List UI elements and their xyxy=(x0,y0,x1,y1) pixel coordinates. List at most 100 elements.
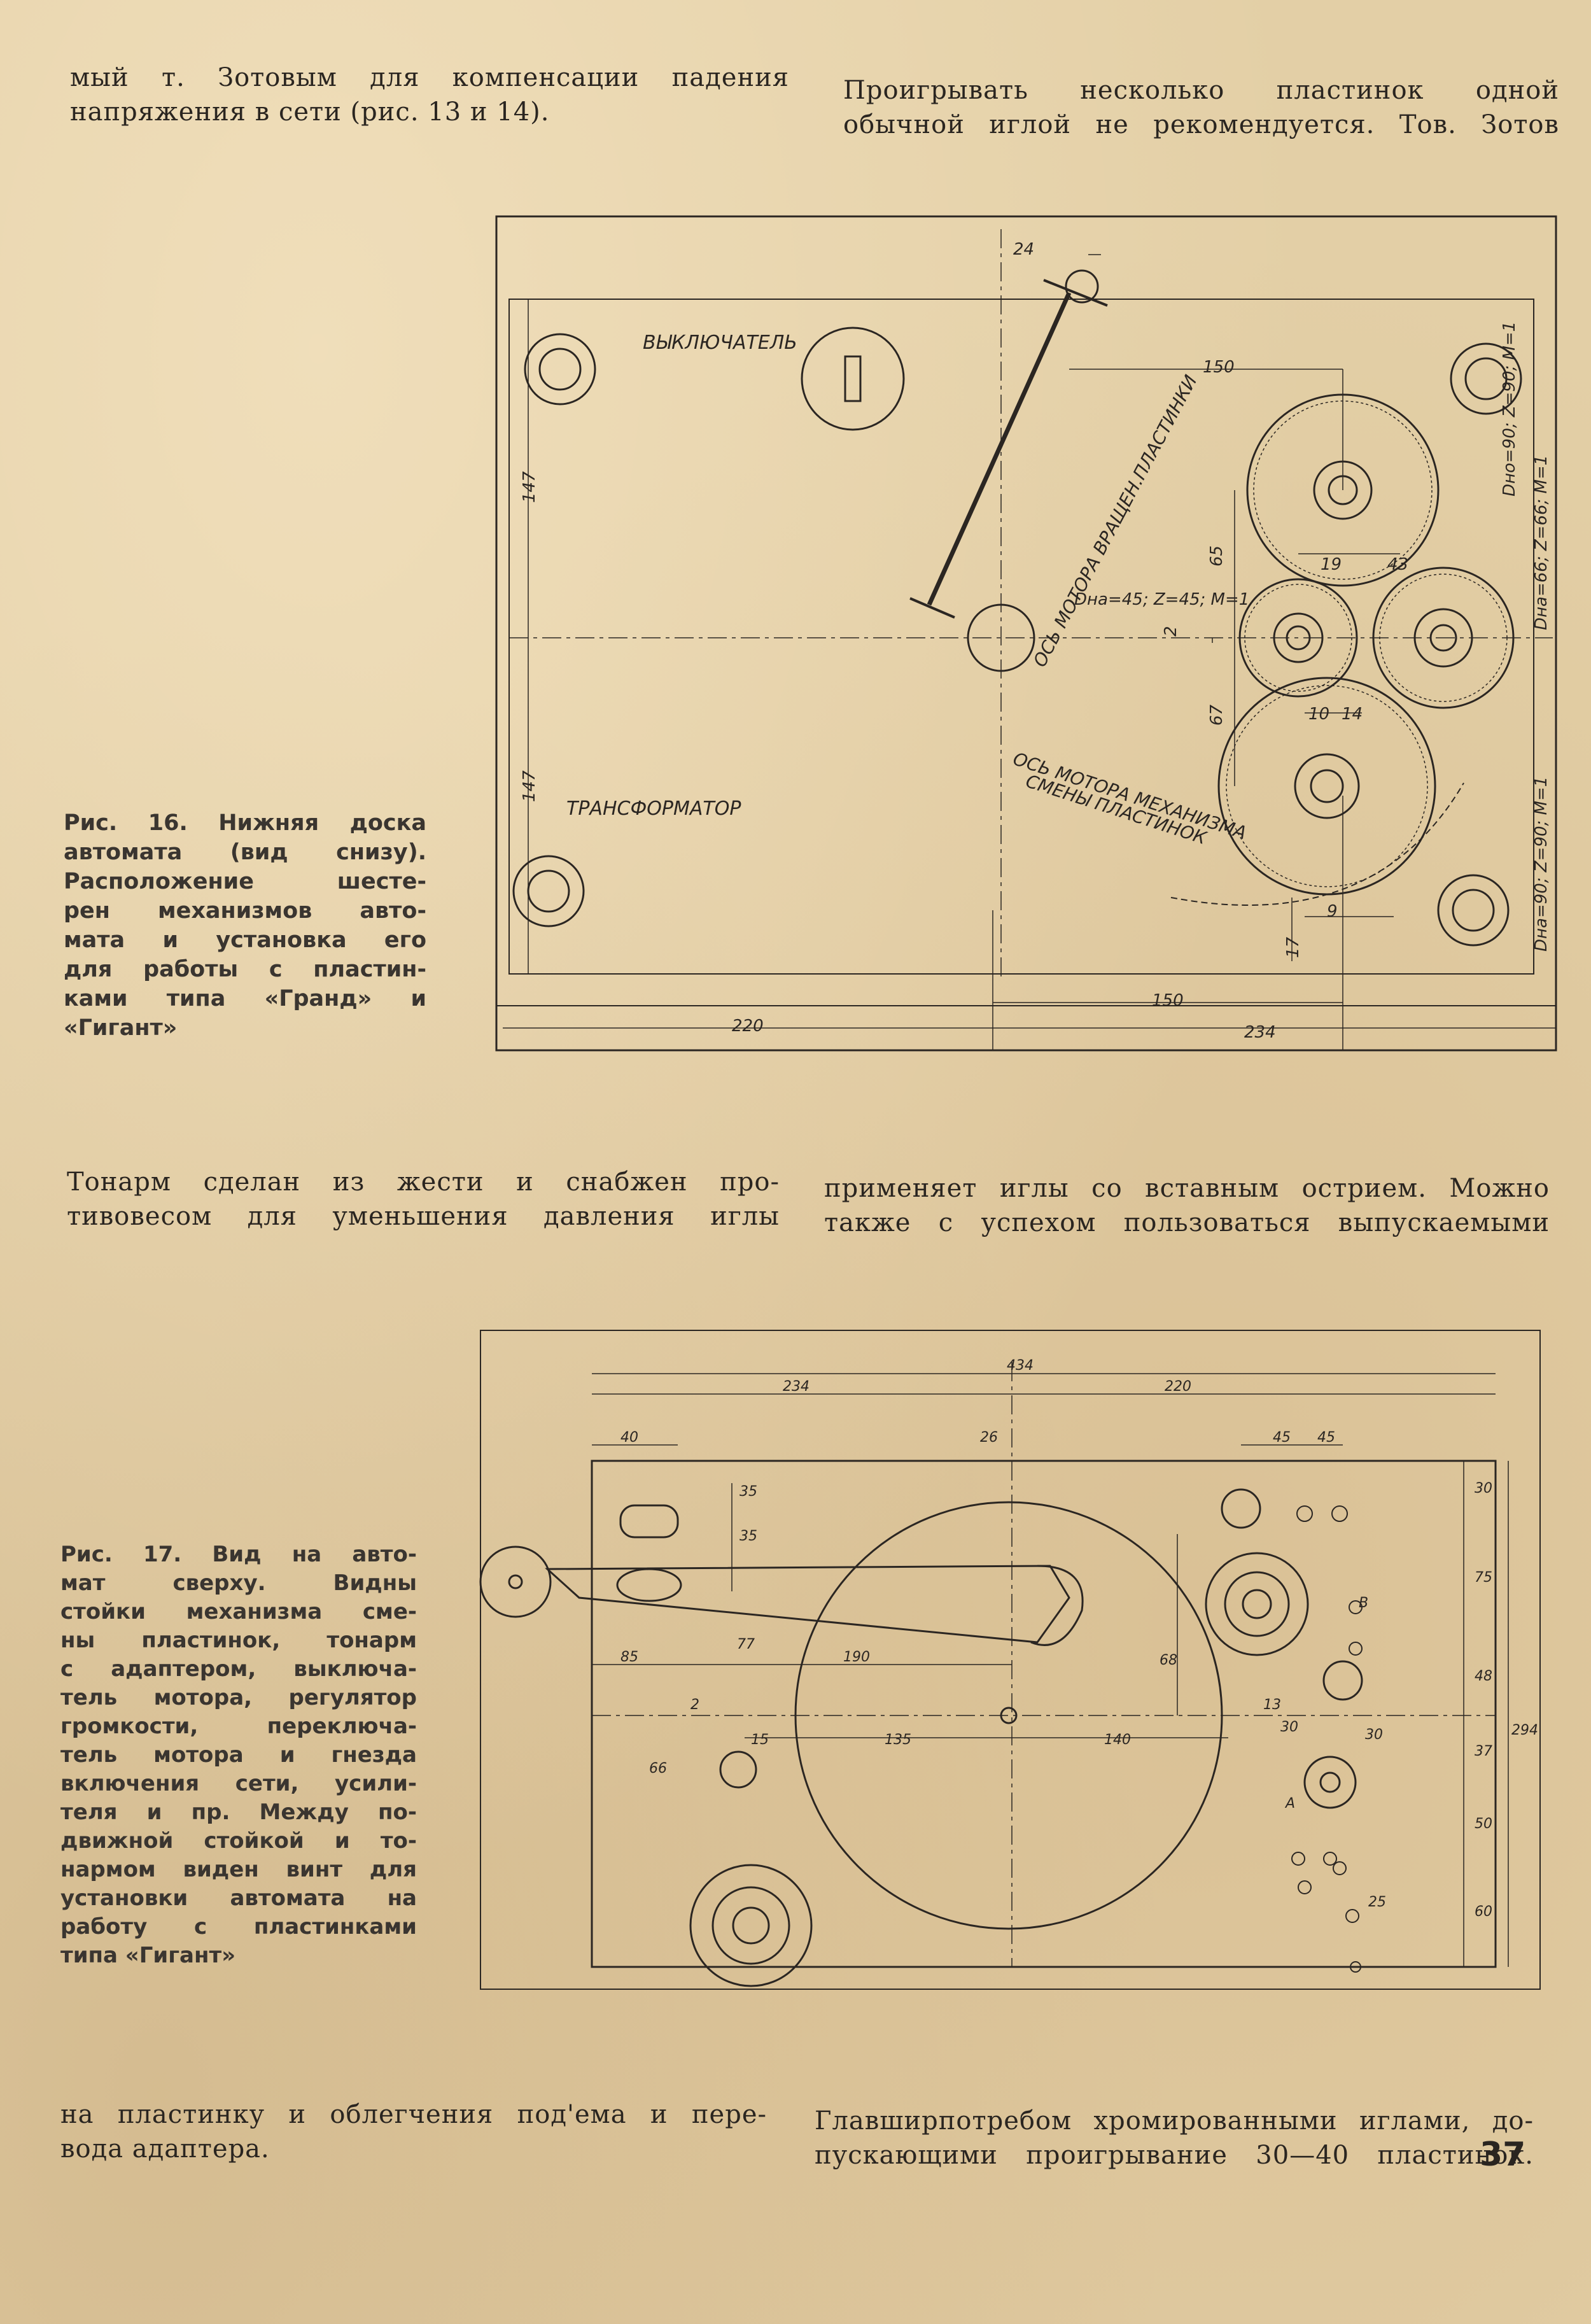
figure-17-drawing: 434 234 220 40 26 45 45 35 35 30 75 48 3… xyxy=(479,1330,1541,1990)
caption-line: рен механизмов авто- xyxy=(64,898,426,924)
dim-66: 66 xyxy=(649,1761,667,1777)
dim-50: 50 xyxy=(1475,1816,1492,1832)
dim-35-b: 35 xyxy=(739,1528,757,1544)
caption-line: Рис. 17. Вид на авто- xyxy=(60,1542,417,1567)
label-gear-bottom: Dнa=90; Z=90; M=1 xyxy=(1532,777,1551,952)
caption-line: типа «Гигант» xyxy=(60,1943,236,1968)
dim-26: 26 xyxy=(980,1430,998,1446)
caption-line: автомата (вид снизу). xyxy=(64,840,426,865)
text-line: также с успехом пользоваться выпускаемым… xyxy=(824,1208,1550,1237)
dim-190: 190 xyxy=(843,1649,870,1665)
dim-234: 234 xyxy=(783,1379,810,1395)
caption-line: стойки механизма сме- xyxy=(60,1599,417,1624)
caption-line: движной стойкой и то- xyxy=(60,1828,417,1854)
dim-25: 25 xyxy=(1368,1894,1386,1910)
text-line: применяет иглы со вставным острием. Можн… xyxy=(824,1174,1550,1203)
tonearm xyxy=(479,1546,1084,1646)
dim-9: 9 xyxy=(1327,902,1338,921)
text-line: напряжения в сети (рис. 13 и 14). xyxy=(70,97,550,127)
caption-line: тель мотора, регулятор xyxy=(60,1685,417,1710)
dim-60: 60 xyxy=(1475,1904,1492,1920)
dim-40: 40 xyxy=(620,1430,638,1446)
top-right-paragraph: Проигрывать несколько пластинок одной об… xyxy=(843,73,1559,142)
switch-slot xyxy=(619,1504,679,1539)
switch-mount xyxy=(801,327,905,431)
text-line: Проигрывать несколько пластинок одной xyxy=(843,76,1559,105)
text-line: Главширпотребом хромированными иглами, д… xyxy=(815,2106,1534,2136)
dim-77: 77 xyxy=(737,1637,755,1652)
lever-arm xyxy=(909,269,1108,619)
dim-220: 220 xyxy=(732,1017,764,1036)
dim-48: 48 xyxy=(1475,1668,1492,1684)
figure-16-drawing: ВЫКЛЮЧАТЕЛЬ ТРАНСФОРМАТОР ОСЬ МОТОРА ВРА… xyxy=(495,215,1557,1052)
dim-15: 15 xyxy=(751,1732,769,1748)
label-motor-axis-rotation: ОСЬ МОТОРА ВРАЩЕН.ПЛАСТИНКИ xyxy=(1029,372,1202,671)
dim-35-a: 35 xyxy=(739,1484,757,1500)
label-b: В xyxy=(1359,1595,1368,1611)
bottom-right-paragraph: Главширпотребом хромированными иглами, д… xyxy=(815,2104,1534,2173)
mounting-hole-bottom-left xyxy=(512,855,585,927)
caption-line: мата и установка его xyxy=(64,927,426,953)
caption-line: ками типа «Гранд» и xyxy=(64,986,426,1011)
bottom-left-paragraph: на пластинку и облегчения под'ема и пере… xyxy=(60,2097,767,2166)
caption-line: нармом виден винт для xyxy=(60,1857,417,1882)
label-switch: ВЫКЛЮЧАТЕЛЬ xyxy=(643,332,797,354)
figure-17-caption: Рис. 17. Вид на авто- мат сверху. Видны … xyxy=(60,1540,417,1970)
dim-14: 14 xyxy=(1342,705,1363,724)
text-line: мый т. Зотовым для компенсации падения xyxy=(70,63,789,92)
caption-line: работу с пластинками xyxy=(60,1914,417,1940)
text-line: пускающими проигрывание 30—40 пластинок. xyxy=(815,2141,1534,2170)
caption-line: «Гигант» xyxy=(64,1015,178,1041)
caption-line: тель мотора и гнезда xyxy=(60,1742,417,1768)
board-outline xyxy=(495,215,1557,1052)
text-line: обычной иглой не рекомендуется. Тов. Зот… xyxy=(843,110,1559,139)
mounting-hole-top-left xyxy=(524,333,596,405)
motor-switch xyxy=(1303,1756,1357,1809)
caption-line: Расположение шесте- xyxy=(64,869,426,894)
dim-434: 434 xyxy=(1007,1358,1034,1374)
caption-line: Рис. 16. Нижняя доска xyxy=(64,810,426,836)
text-line: Тонарм сделан из жести и снабжен про- xyxy=(67,1167,780,1197)
dim-30-c: 30 xyxy=(1365,1727,1383,1743)
mid-left-paragraph: Тонарм сделан из жести и снабжен про- ти… xyxy=(67,1165,780,1234)
dim-85: 85 xyxy=(620,1649,638,1665)
dim-37: 37 xyxy=(1475,1743,1492,1759)
caption-line: ны пластинок, тонарм xyxy=(60,1628,417,1653)
dim-150-bottom: 150 xyxy=(1152,991,1184,1010)
dim-65: 65 xyxy=(1207,546,1226,567)
dim-220: 220 xyxy=(1165,1379,1191,1395)
text-line: тивовесом для уменьшения давления иглы xyxy=(67,1202,780,1231)
text-line: на пластинку и облегчения под'ема и пере… xyxy=(60,2100,767,2129)
mid-right-paragraph: применяет иглы со вставным острием. Можн… xyxy=(824,1171,1550,1240)
change-mechanism-post xyxy=(1205,1552,1309,1656)
label-a: А xyxy=(1284,1796,1295,1812)
label-transformer: ТРАНСФОРМАТОР xyxy=(566,798,741,820)
label-gear-small: Dнa=45; Z=45; M=1 xyxy=(1074,590,1249,609)
dim-24: 24 xyxy=(1013,240,1034,259)
dim-75: 75 xyxy=(1475,1570,1492,1586)
dim-150-top: 150 xyxy=(1203,358,1235,377)
dim-67: 67 xyxy=(1207,704,1226,726)
figure-16-caption: Рис. 16. Нижняя доска автомата (вид сниз… xyxy=(64,808,426,1043)
caption-line: для работы с пластин- xyxy=(64,957,426,982)
dim-234: 234 xyxy=(1244,1023,1276,1042)
mounting-hole-bottom-right xyxy=(1437,874,1510,947)
dim-147-b: 147 xyxy=(520,770,539,802)
dim-30: 30 xyxy=(1475,1481,1492,1497)
dim-45-b: 45 xyxy=(1317,1430,1335,1446)
dim-13: 13 xyxy=(1263,1697,1281,1713)
dim-43: 43 xyxy=(1387,555,1408,574)
gear-right xyxy=(1372,567,1515,709)
dim-17: 17 xyxy=(1284,936,1303,958)
label-gear-top-2: Dнa=66; Z=66; M=1 xyxy=(1532,455,1551,630)
center-hole xyxy=(967,603,1035,672)
dim-45-a: 45 xyxy=(1273,1430,1291,1446)
dim-135: 135 xyxy=(885,1732,911,1748)
dim-294: 294 xyxy=(1511,1722,1538,1738)
top-left-paragraph: мый т. Зотовым для компенсации падения н… xyxy=(70,60,789,129)
text-line: вода адаптера. xyxy=(60,2134,270,2164)
dim-30-b: 30 xyxy=(1280,1719,1298,1735)
caption-line: мат сверху. Видны xyxy=(60,1570,417,1596)
turntable-circle xyxy=(794,1501,1223,1930)
dim-2: 2 xyxy=(690,1697,699,1713)
